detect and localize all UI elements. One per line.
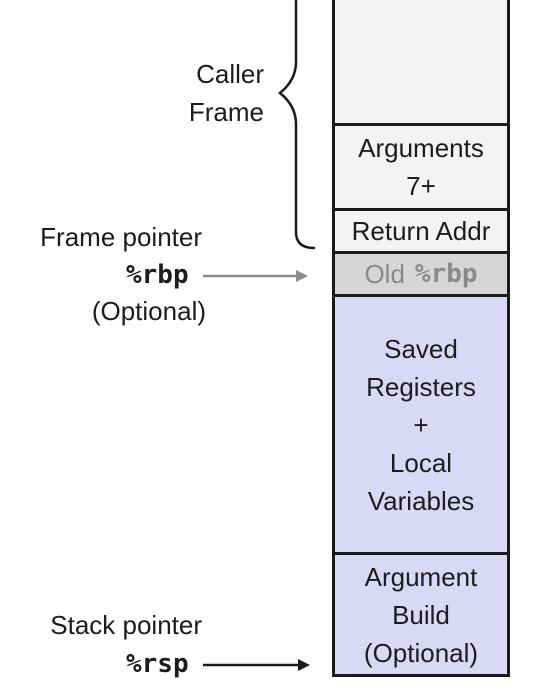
old-rbp-cell: Old %rbp: [332, 254, 510, 297]
frame-pointer-label: Frame pointer: [40, 222, 202, 252]
argument-build-cell: Argument Build (Optional): [332, 555, 510, 677]
arguments-cell: Arguments 7+: [332, 126, 510, 211]
old-rbp-register: %rbp: [414, 259, 478, 289]
stack-pointer-label: Stack pointer: [50, 610, 202, 640]
argbuild-line2: Build: [392, 599, 450, 630]
frame-pointer-optional-note: (Optional): [91, 296, 206, 326]
caller-frame-upper-cell: [332, 0, 510, 126]
saved-line3: +: [413, 409, 429, 440]
argbuild-line1: Argument: [364, 561, 478, 592]
saved-registers-cell: Saved Registers + Local Variables: [332, 297, 510, 555]
stack-pointer-register: %rsp: [126, 649, 189, 679]
return-addr-cell: Return Addr: [332, 211, 510, 254]
frame-pointer-register: %rbp: [126, 260, 189, 290]
saved-line5: Variables: [367, 485, 475, 516]
arguments-line2: 7+: [406, 171, 436, 201]
caller-frame-label: Caller Frame: [150, 55, 264, 131]
return-addr-label: Return Addr: [351, 216, 491, 246]
argbuild-line3: (Optional): [363, 637, 479, 668]
caller-frame-label-line1: Caller: [196, 59, 264, 89]
caller-frame-label-line2: Frame: [188, 97, 264, 127]
saved-line4: Local: [389, 447, 453, 478]
saved-line2: Registers: [366, 371, 476, 402]
old-rbp-prefix: Old: [364, 259, 405, 289]
saved-line1: Saved: [384, 333, 458, 364]
arguments-line1: Arguments: [358, 133, 484, 163]
